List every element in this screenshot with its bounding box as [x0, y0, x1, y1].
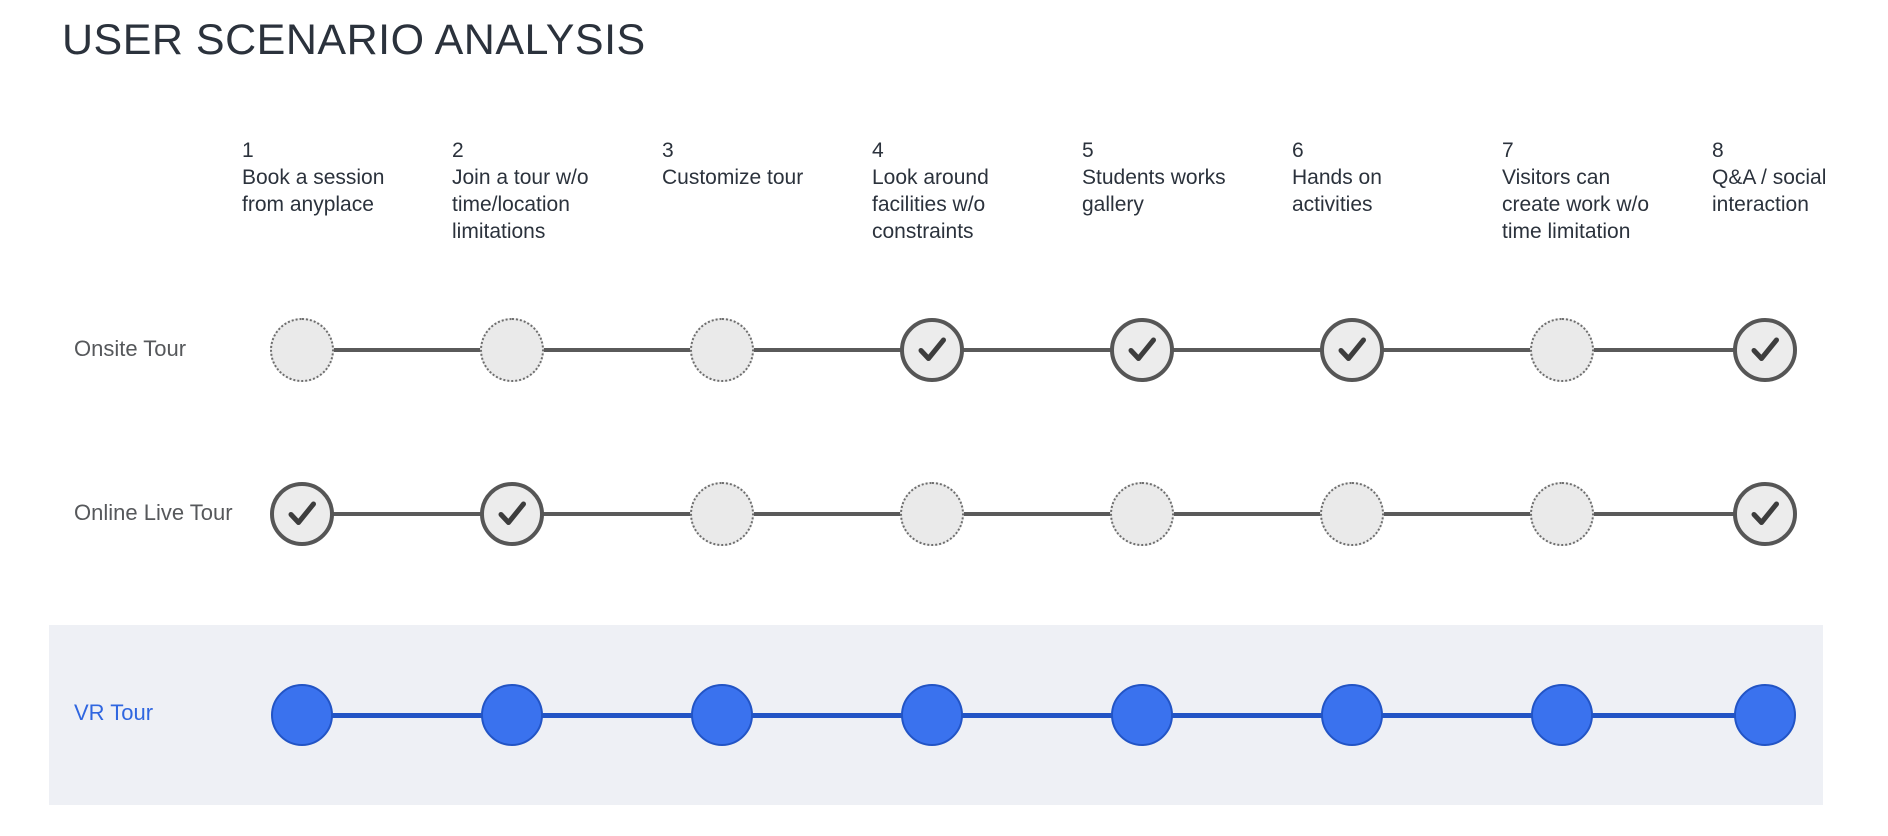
- check-mark-icon: [1737, 486, 1793, 542]
- node-empty[interactable]: [900, 482, 964, 546]
- column-label: Q&A / social interaction: [1712, 166, 1827, 216]
- node-filled[interactable]: [1734, 684, 1796, 746]
- node-checked[interactable]: [1320, 318, 1384, 382]
- node-empty[interactable]: [1530, 482, 1594, 546]
- column-label: Customize tour: [662, 166, 804, 189]
- column-label: Join a tour w/o time/location limitation…: [452, 166, 589, 243]
- node-filled[interactable]: [901, 684, 963, 746]
- node-empty[interactable]: [480, 318, 544, 382]
- check-mark-icon: [274, 486, 330, 542]
- column-number: 6: [1292, 139, 1304, 162]
- node-checked[interactable]: [1733, 318, 1797, 382]
- node-checked[interactable]: [1110, 318, 1174, 382]
- column-number: 8: [1712, 139, 1724, 162]
- row-label: Online Live Tour: [74, 500, 233, 525]
- check-mark-icon: [484, 486, 540, 542]
- node-empty[interactable]: [1530, 318, 1594, 382]
- row-label: VR Tour: [74, 700, 154, 725]
- column-label: Look around facilities w/o constraints: [872, 166, 989, 243]
- connector-line: [302, 348, 1765, 352]
- column-number: 7: [1502, 139, 1514, 162]
- column-number: 5: [1082, 139, 1094, 162]
- node-checked[interactable]: [900, 318, 964, 382]
- node-checked[interactable]: [1733, 482, 1797, 546]
- check-mark-icon: [1114, 322, 1170, 378]
- column-label: Visitors can create work w/o time limita…: [1502, 166, 1650, 243]
- column-number: 3: [662, 139, 674, 162]
- node-filled[interactable]: [481, 684, 543, 746]
- column-label: Hands on activities: [1292, 166, 1382, 216]
- node-filled[interactable]: [1531, 684, 1593, 746]
- page-title: USER SCENARIO ANALYSIS: [62, 16, 646, 64]
- check-mark-icon: [904, 322, 960, 378]
- column-label: Book a session from anyplace: [242, 166, 385, 216]
- column-number: 2: [452, 139, 464, 162]
- check-mark-icon: [1324, 322, 1380, 378]
- column-number: 4: [872, 139, 884, 162]
- column-number: 1: [242, 139, 254, 162]
- node-empty[interactable]: [270, 318, 334, 382]
- check-mark-icon: [1737, 322, 1793, 378]
- row-label: Onsite Tour: [74, 336, 187, 361]
- node-empty[interactable]: [1320, 482, 1384, 546]
- node-filled[interactable]: [691, 684, 753, 746]
- node-empty[interactable]: [690, 318, 754, 382]
- column-label: Students works gallery: [1082, 166, 1226, 216]
- node-checked[interactable]: [480, 482, 544, 546]
- node-filled[interactable]: [1321, 684, 1383, 746]
- node-empty[interactable]: [1110, 482, 1174, 546]
- connector-line: [302, 713, 1765, 718]
- node-empty[interactable]: [690, 482, 754, 546]
- node-filled[interactable]: [1111, 684, 1173, 746]
- node-filled[interactable]: [271, 684, 333, 746]
- connector-line: [302, 512, 1765, 516]
- node-checked[interactable]: [270, 482, 334, 546]
